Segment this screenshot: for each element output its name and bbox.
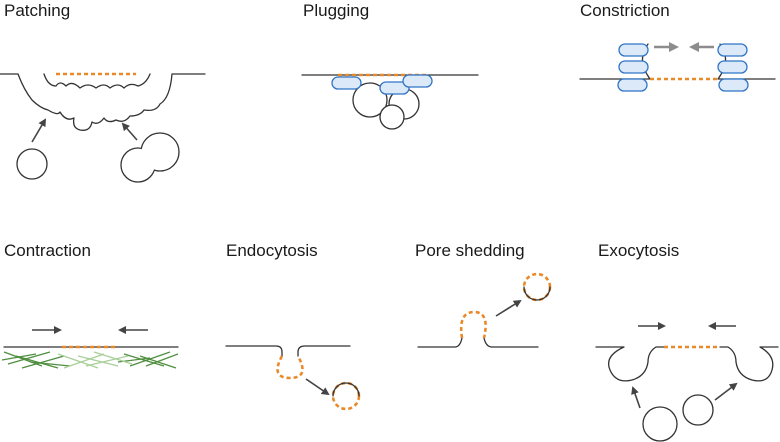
panel-endocytosis: Endocytosis [225, 241, 361, 411]
patching-arrow [121, 122, 138, 141]
contraction-actin-dark [1, 351, 179, 369]
exocytosis-arrow [631, 386, 641, 409]
pore-shedding-membrane [483, 337, 539, 348]
constriction-annexin [618, 60, 649, 74]
endocytosis-arrow [305, 378, 330, 396]
endocytosis-membrane [297, 345, 351, 357]
patching-inner-edge [43, 73, 151, 89]
exocytosis-membrane-left [595, 346, 665, 382]
endocytosis-vesicle-membrane [332, 382, 360, 397]
pore-shedding-pore [459, 310, 487, 339]
panel-title-patching: Patching [4, 1, 70, 20]
constriction-annexin [717, 43, 748, 57]
endocytosis-pore [276, 355, 304, 380]
constriction-annexin [717, 60, 748, 74]
patching-vesicle [16, 148, 48, 180]
panel-exocytosis: Exocytosis [595, 241, 779, 442]
patching-membrane [0, 73, 206, 131]
contraction-actin-light [57, 351, 133, 369]
exocytosis-vesicle [642, 406, 678, 442]
panel-plugging: Plugging [301, 1, 479, 130]
constriction-annexin [618, 43, 649, 57]
endocytosis-membrane [225, 345, 283, 357]
plugging-annexin [402, 74, 433, 88]
panel-constriction: Constriction [579, 1, 776, 92]
panel-title-endocytosis: Endocytosis [226, 241, 318, 260]
plugging-vesicle [379, 104, 405, 130]
panel-title-exocytosis: Exocytosis [598, 241, 679, 260]
panel-pore-shedding: Pore shedding [415, 241, 552, 348]
plugging-annexin [331, 76, 362, 90]
panel-title-contraction: Contraction [4, 241, 91, 260]
panel-title-plugging: Plugging [303, 1, 369, 20]
exocytosis-vesicle [682, 394, 714, 426]
panel-title-constriction: Constriction [580, 1, 670, 20]
plugging-annexin [379, 81, 410, 95]
constriction-annexin [718, 78, 749, 92]
constriction-annexin [617, 78, 648, 92]
pore-shedding-membrane [417, 337, 463, 348]
panel-title-pore-shedding: Pore shedding [415, 241, 525, 260]
panel-contraction: Contraction [1, 241, 179, 369]
plugging-vesicle [352, 82, 388, 118]
exocytosis-arrow [714, 382, 738, 401]
exocytosis-membrane-right [719, 346, 779, 382]
pore-shedding-vesicle-membrane [523, 286, 551, 301]
pore-shedding-arrow [495, 299, 522, 317]
patching-arrow [31, 118, 47, 143]
panel-patching: Patching [0, 1, 206, 183]
